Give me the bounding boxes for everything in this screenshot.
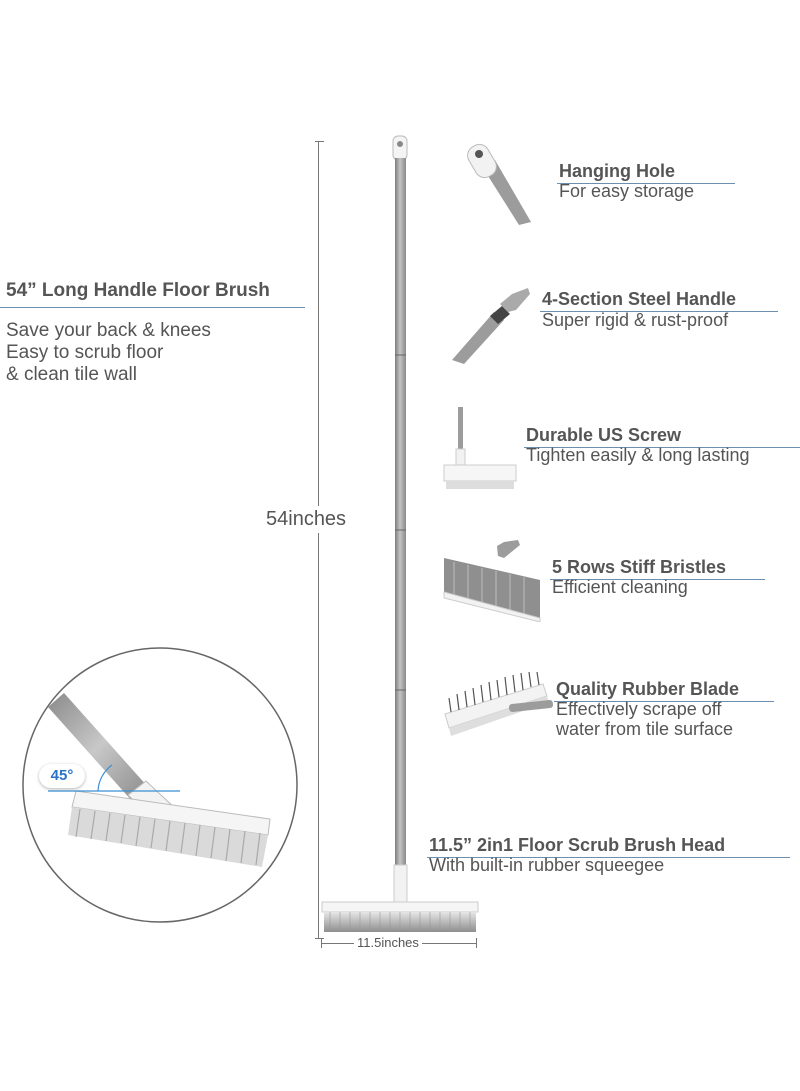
callout-underline [557, 183, 735, 184]
left-feature-title: 54” Long Handle Floor Brush [6, 280, 270, 301]
angle-detail-circle [22, 647, 298, 923]
callout-title: 5 Rows Stiff Bristles [552, 557, 727, 577]
callout-title: 11.5” 2in1 Floor Scrub Brush Head [429, 835, 726, 855]
hanging-hole-thumbnail [467, 143, 531, 225]
brush-head [321, 901, 479, 913]
callout-subtitle: water from tile surface [556, 719, 734, 739]
left-feature-underline [0, 307, 305, 308]
callout-underline [524, 447, 800, 448]
left-feature-line: Easy to scrub floor [6, 342, 164, 363]
left-feature-line: & clean tile wall [6, 364, 137, 385]
height-dimension-line [318, 141, 319, 939]
callout-title: 4-Section Steel Handle [542, 289, 737, 309]
height-dimension-tick-top [315, 141, 324, 142]
callout-title: Quality Rubber Blade [556, 679, 740, 699]
rubber-blade-thumbnail [444, 672, 553, 736]
width-dimension-tick-right [476, 938, 477, 948]
callout-subtitle: Effectively scrape off [556, 699, 722, 719]
height-dimension-label: 54inches [266, 506, 347, 533]
callout-subtitle: For easy storage [559, 181, 695, 201]
callout-title: Hanging Hole [559, 161, 675, 181]
left-feature-description: Save your back & knees Easy to scrub flo… [6, 320, 211, 386]
callout-subtitle: With built-in rubber squeegee [429, 855, 665, 875]
callout-underline [427, 857, 790, 858]
callout-underline [554, 701, 774, 702]
angle-badge: 45° [39, 764, 85, 788]
handle [395, 158, 406, 868]
callout-underline [540, 311, 778, 312]
width-dimension-label: 11.5inches [354, 935, 422, 950]
width-dimension-tick-left [321, 938, 322, 948]
steel-handle-thumbnail [452, 288, 530, 364]
height-dimension-tick-bottom [315, 938, 324, 939]
screw-thumbnail [443, 407, 517, 489]
left-feature-line: Save your back & knees [6, 320, 211, 341]
callout-subtitle: Efficient cleaning [552, 577, 688, 597]
callout-title: Durable US Screw [526, 425, 682, 445]
angle-badge-label: 45° [50, 767, 74, 784]
bristles-thumbnail [443, 540, 541, 622]
callout-subtitle: Super rigid & rust-proof [542, 310, 729, 330]
broom-illustration [321, 135, 479, 932]
callout-underline [550, 579, 765, 580]
callout-subtitle: Tighten easily & long lasting [526, 445, 750, 465]
hanging-cap [392, 135, 408, 161]
